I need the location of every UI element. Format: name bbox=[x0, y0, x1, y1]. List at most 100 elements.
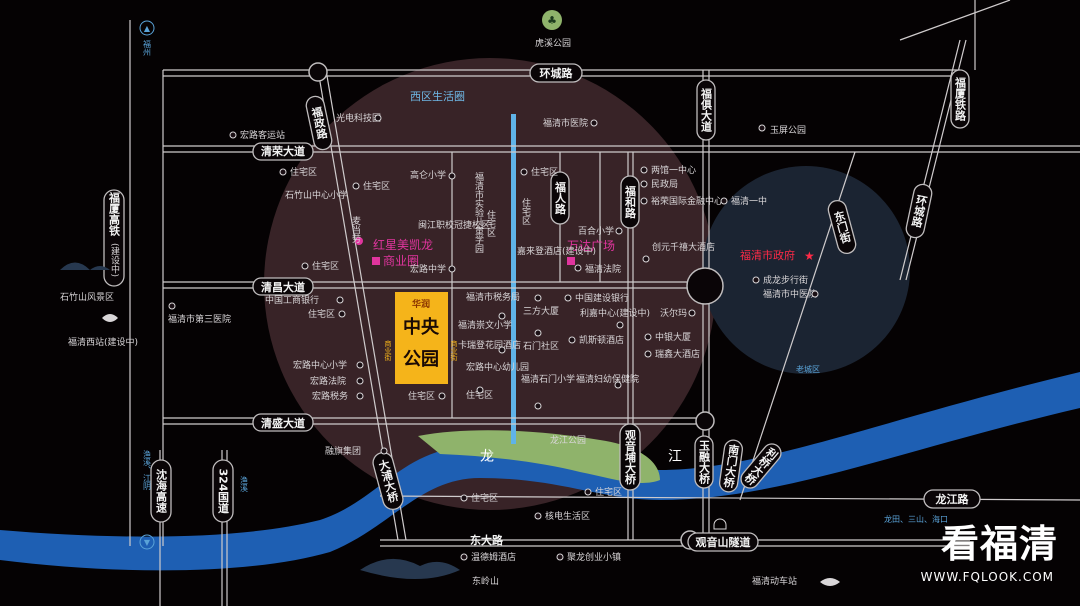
svg-text:福厦高铁: 福厦高铁 bbox=[108, 191, 122, 237]
svg-text:住宅区: 住宅区 bbox=[531, 166, 558, 178]
south-arrow-icon bbox=[139, 534, 155, 550]
svg-text:玉屏公园: 玉屏公园 bbox=[770, 125, 806, 136]
svg-text:福清市实验儿童学园: 福清市实验儿童学园 bbox=[473, 171, 484, 254]
svg-text:福清动车站: 福清动车站 bbox=[752, 575, 797, 587]
tunnel-icon bbox=[713, 518, 727, 530]
mcd-icon bbox=[355, 237, 363, 245]
svg-text:龙田、三山、海口: 龙田、三山、海口 bbox=[884, 514, 948, 524]
svg-text:住宅区: 住宅区 bbox=[485, 209, 496, 237]
svg-text:住宅区: 住宅区 bbox=[308, 308, 335, 320]
svg-text:光电科技园: 光电科技园 bbox=[336, 112, 381, 124]
project-side-right: 商业街 bbox=[450, 339, 458, 362]
svg-text:中国工商银行: 中国工商银行 bbox=[265, 294, 319, 306]
svg-text:瑞鑫大酒店: 瑞鑫大酒店 bbox=[655, 348, 700, 360]
river-char-jiang: 江 bbox=[668, 449, 682, 465]
north-arrow-icon bbox=[139, 20, 155, 36]
watermark-url: WWW.FQLOOK.COM bbox=[920, 570, 1054, 584]
svg-text:观音山隧道: 观音山隧道 bbox=[696, 535, 751, 549]
svg-text:住宅区: 住宅区 bbox=[595, 486, 622, 498]
svg-text:清昌大道: 清昌大道 bbox=[261, 280, 305, 294]
project-block bbox=[395, 292, 448, 384]
svg-text:三方大厦: 三方大厦 bbox=[523, 305, 559, 317]
hongxing-icon bbox=[372, 257, 380, 265]
svg-text:石门社区: 石门社区 bbox=[523, 340, 559, 352]
svg-text:东大路: 东大路 bbox=[470, 533, 504, 547]
label-yuxi: 渔溪 bbox=[240, 475, 249, 493]
svg-text:东岭山: 东岭山 bbox=[472, 575, 499, 587]
svg-text:两馆一中心: 两馆一中心 bbox=[651, 164, 696, 176]
river-char-long: 龙 bbox=[480, 449, 494, 465]
govt-star-icon: ★ bbox=[804, 249, 815, 263]
highlight-hongxing-sub: 商业圈 bbox=[383, 253, 419, 268]
svg-text:宏路中心小学: 宏路中心小学 bbox=[293, 359, 347, 371]
svg-text:中银大厦: 中银大厦 bbox=[655, 331, 691, 343]
poi-huxi-park: 虎溪公园 bbox=[535, 37, 571, 49]
svg-text:福厦铁路: 福厦铁路 bbox=[954, 76, 968, 122]
svg-text:福清一中: 福清一中 bbox=[731, 195, 767, 207]
svg-text:宏路客运站: 宏路客运站 bbox=[240, 129, 285, 141]
park-tree-icon bbox=[542, 10, 562, 30]
tree-glyph: ♣ bbox=[547, 14, 557, 27]
svg-text:福和路: 福和路 bbox=[624, 184, 638, 219]
svg-text:观音埔大桥: 观音埔大桥 bbox=[624, 429, 637, 485]
road-labels: 环城路 清荣大道 清昌大道 清盛大道 龙江路 东大路 观音山隧道 东岭山 龙田、… bbox=[252, 63, 981, 587]
highlight-hongxing: 红星美凯龙 bbox=[373, 237, 433, 252]
svg-text:卡瑞登花园酒店: 卡瑞登花园酒店 bbox=[458, 339, 521, 351]
svg-text:福清崇文小学: 福清崇文小学 bbox=[458, 319, 512, 331]
city-core-circle bbox=[264, 58, 716, 510]
svg-text:闽江职校冠捷校区: 闽江职校冠捷校区 bbox=[418, 219, 490, 231]
highlight-govt: 福清市政府 bbox=[740, 248, 795, 262]
svg-text:融旗集团: 融旗集团 bbox=[325, 445, 361, 457]
wanda-icon bbox=[567, 257, 575, 265]
watermark-logo: 看福清 bbox=[940, 522, 1058, 566]
poi-layer: 虎溪公园 光电科技园 福清市医院 宏路客运站 玉屏公园 住宅区 住宅区 石竹山中… bbox=[60, 37, 819, 587]
roundabout bbox=[686, 267, 724, 305]
svg-text:民政局: 民政局 bbox=[651, 178, 678, 190]
svg-text:石竹山中心小学: 石竹山中心小学 bbox=[285, 189, 348, 201]
road-node bbox=[308, 62, 328, 82]
train-station-icon bbox=[820, 578, 840, 586]
svg-text:住宅区: 住宅区 bbox=[363, 180, 390, 192]
svg-text:住宅区: 住宅区 bbox=[290, 166, 317, 178]
svg-text:沈海高速: 沈海高速 bbox=[155, 468, 168, 514]
svg-text:福清妇幼保健院: 福清妇幼保健院 bbox=[576, 373, 639, 385]
svg-text:宏路法院: 宏路法院 bbox=[310, 375, 346, 387]
park-label: 龙江公园 bbox=[550, 434, 586, 446]
svg-text:宏路中心幼儿园: 宏路中心幼儿园 bbox=[466, 361, 529, 373]
svg-text:中国建设银行: 中国建设银行 bbox=[575, 292, 629, 304]
area-west-life: 西区生活圈 bbox=[410, 89, 465, 103]
svg-text:核电生活区: 核电生活区 bbox=[545, 510, 590, 522]
svg-text:福清市医院: 福清市医院 bbox=[543, 117, 588, 129]
svg-text:龙江路: 龙江路 bbox=[935, 492, 970, 506]
longjiang-river bbox=[0, 372, 1080, 571]
longjiang-park-area bbox=[418, 430, 660, 483]
svg-text:凯斯顿酒店: 凯斯顿酒店 bbox=[579, 334, 624, 346]
highlight-wanda: 万达广场 bbox=[567, 239, 615, 253]
svg-text:福清市中医院: 福清市中医院 bbox=[763, 288, 817, 300]
svg-text:石竹山风景区: 石竹山风景区 bbox=[60, 291, 114, 303]
svg-text:环城路: 环城路 bbox=[540, 66, 574, 80]
svg-text:(建设中): (建设中) bbox=[109, 243, 120, 277]
label-fuzhou: 福州 bbox=[143, 40, 152, 56]
svg-text:嘉来登酒店(建设中): 嘉来登酒店(建设中) bbox=[517, 245, 596, 257]
svg-text:福清市第三医院: 福清市第三医院 bbox=[168, 313, 231, 325]
svg-text:住宅区: 住宅区 bbox=[408, 390, 435, 402]
mountain-icon bbox=[360, 558, 460, 579]
train-station-icon bbox=[102, 314, 118, 322]
svg-text:清荣大道: 清荣大道 bbox=[261, 144, 305, 158]
svg-text:福清市税务局: 福清市税务局 bbox=[466, 291, 520, 303]
svg-text:温德姆酒店: 温德姆酒店 bbox=[471, 551, 516, 563]
svg-text:324国道: 324国道 bbox=[217, 469, 230, 515]
svg-text:福清法院: 福清法院 bbox=[585, 263, 621, 275]
svg-text:沃尔玛: 沃尔玛 bbox=[660, 307, 687, 319]
svg-text:福俱大道: 福俱大道 bbox=[700, 87, 714, 133]
svg-text:聚龙创业小镇: 聚龙创业小镇 bbox=[567, 551, 621, 563]
svg-text:福人路: 福人路 bbox=[554, 180, 568, 215]
road-node bbox=[695, 411, 715, 431]
svg-text:福清西站(建设中): 福清西站(建设中) bbox=[68, 336, 138, 348]
canal bbox=[511, 114, 516, 444]
svg-text:住宅区: 住宅区 bbox=[312, 260, 339, 272]
svg-text:玉融大桥: 玉融大桥 bbox=[698, 440, 711, 485]
project-brand: 华润 bbox=[412, 298, 430, 310]
